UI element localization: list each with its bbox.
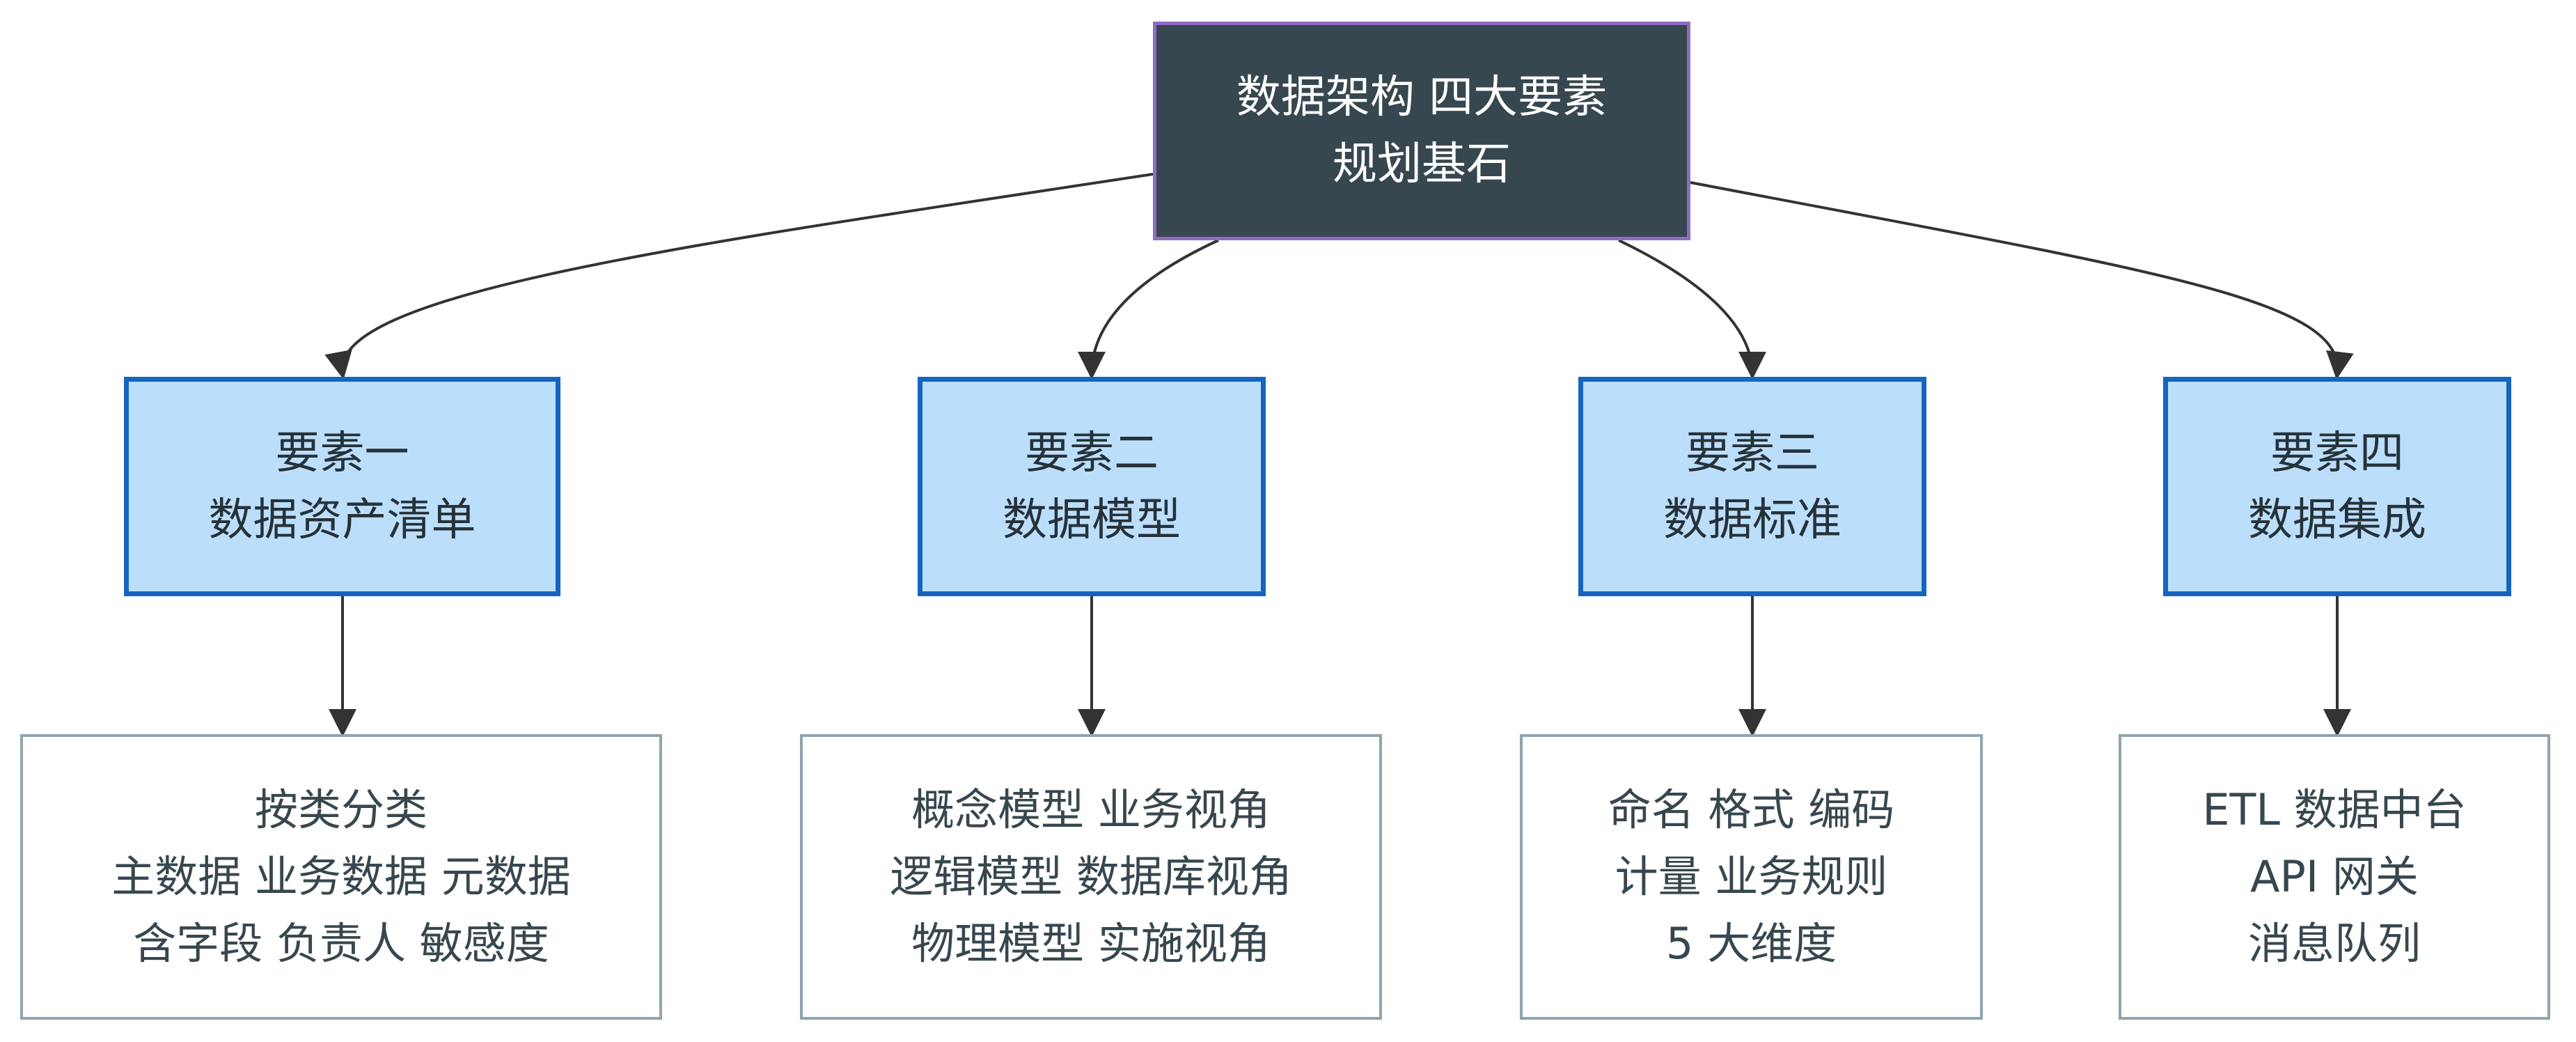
detail-4-line-2: API 网关 (2250, 851, 2419, 902)
detail-node-1: 按类分类 主数据 业务数据 元数据 含字段 负责人 敏感度 (20, 734, 662, 1020)
element-2-line-2: 数据模型 (1003, 494, 1181, 546)
detail-1-line-2: 主数据 业务数据 元数据 (111, 851, 571, 902)
root-node: 数据架构 四大要素 规划基石 (1153, 22, 1690, 240)
detail-4-line-3: 消息队列 (2247, 918, 2421, 969)
element-node-4: 要素四 数据集成 (2163, 377, 2511, 596)
element-4-line-2: 数据集成 (2248, 494, 2426, 546)
detail-2-line-3: 物理模型 实施视角 (911, 918, 1271, 969)
edge-root-to-element-1 (324, 173, 1154, 380)
detail-4-line-1: ETL 数据中台 (2202, 784, 2467, 835)
element-2-line-1: 要素二 (1025, 427, 1159, 479)
detail-3-line-3: 5 大维度 (1665, 918, 1837, 969)
detail-2-line-1: 概念模型 业务视角 (911, 784, 1271, 835)
detail-node-3: 命名 格式 编码 计量 业务规则 5 大维度 (1520, 734, 1983, 1020)
edge-root-to-element-2 (1078, 239, 1219, 380)
element-node-1: 要素一 数据资产清单 (124, 377, 560, 596)
element-3-line-2: 数据标准 (1663, 494, 1841, 546)
detail-3-line-1: 命名 格式 编码 (1608, 784, 1895, 835)
element-3-line-1: 要素三 (1686, 427, 1819, 479)
root-line-2: 规划基石 (1333, 139, 1511, 190)
edge-root-to-element-3 (1618, 239, 1766, 380)
element-node-2: 要素二 数据模型 (918, 377, 1266, 596)
edge-root-to-element-4 (1690, 181, 2354, 380)
element-1-line-1: 要素一 (275, 427, 409, 479)
detail-node-4: ETL 数据中台 API 网关 消息队列 (2119, 734, 2550, 1020)
detail-1-line-3: 含字段 负责人 敏感度 (133, 918, 549, 969)
detail-2-line-2: 逻辑模型 数据库视角 (890, 851, 1292, 902)
element-1-line-2: 数据资产清单 (208, 494, 476, 546)
element-node-3: 要素三 数据标准 (1578, 377, 1926, 596)
detail-3-line-2: 计量 业务规则 (1615, 851, 1888, 902)
detail-node-2: 概念模型 业务视角 逻辑模型 数据库视角 物理模型 实施视角 (800, 734, 1382, 1020)
root-line-1: 数据架构 四大要素 (1236, 72, 1608, 123)
element-4-line-1: 要素四 (2270, 427, 2404, 479)
detail-1-line-1: 按类分类 (254, 784, 427, 835)
